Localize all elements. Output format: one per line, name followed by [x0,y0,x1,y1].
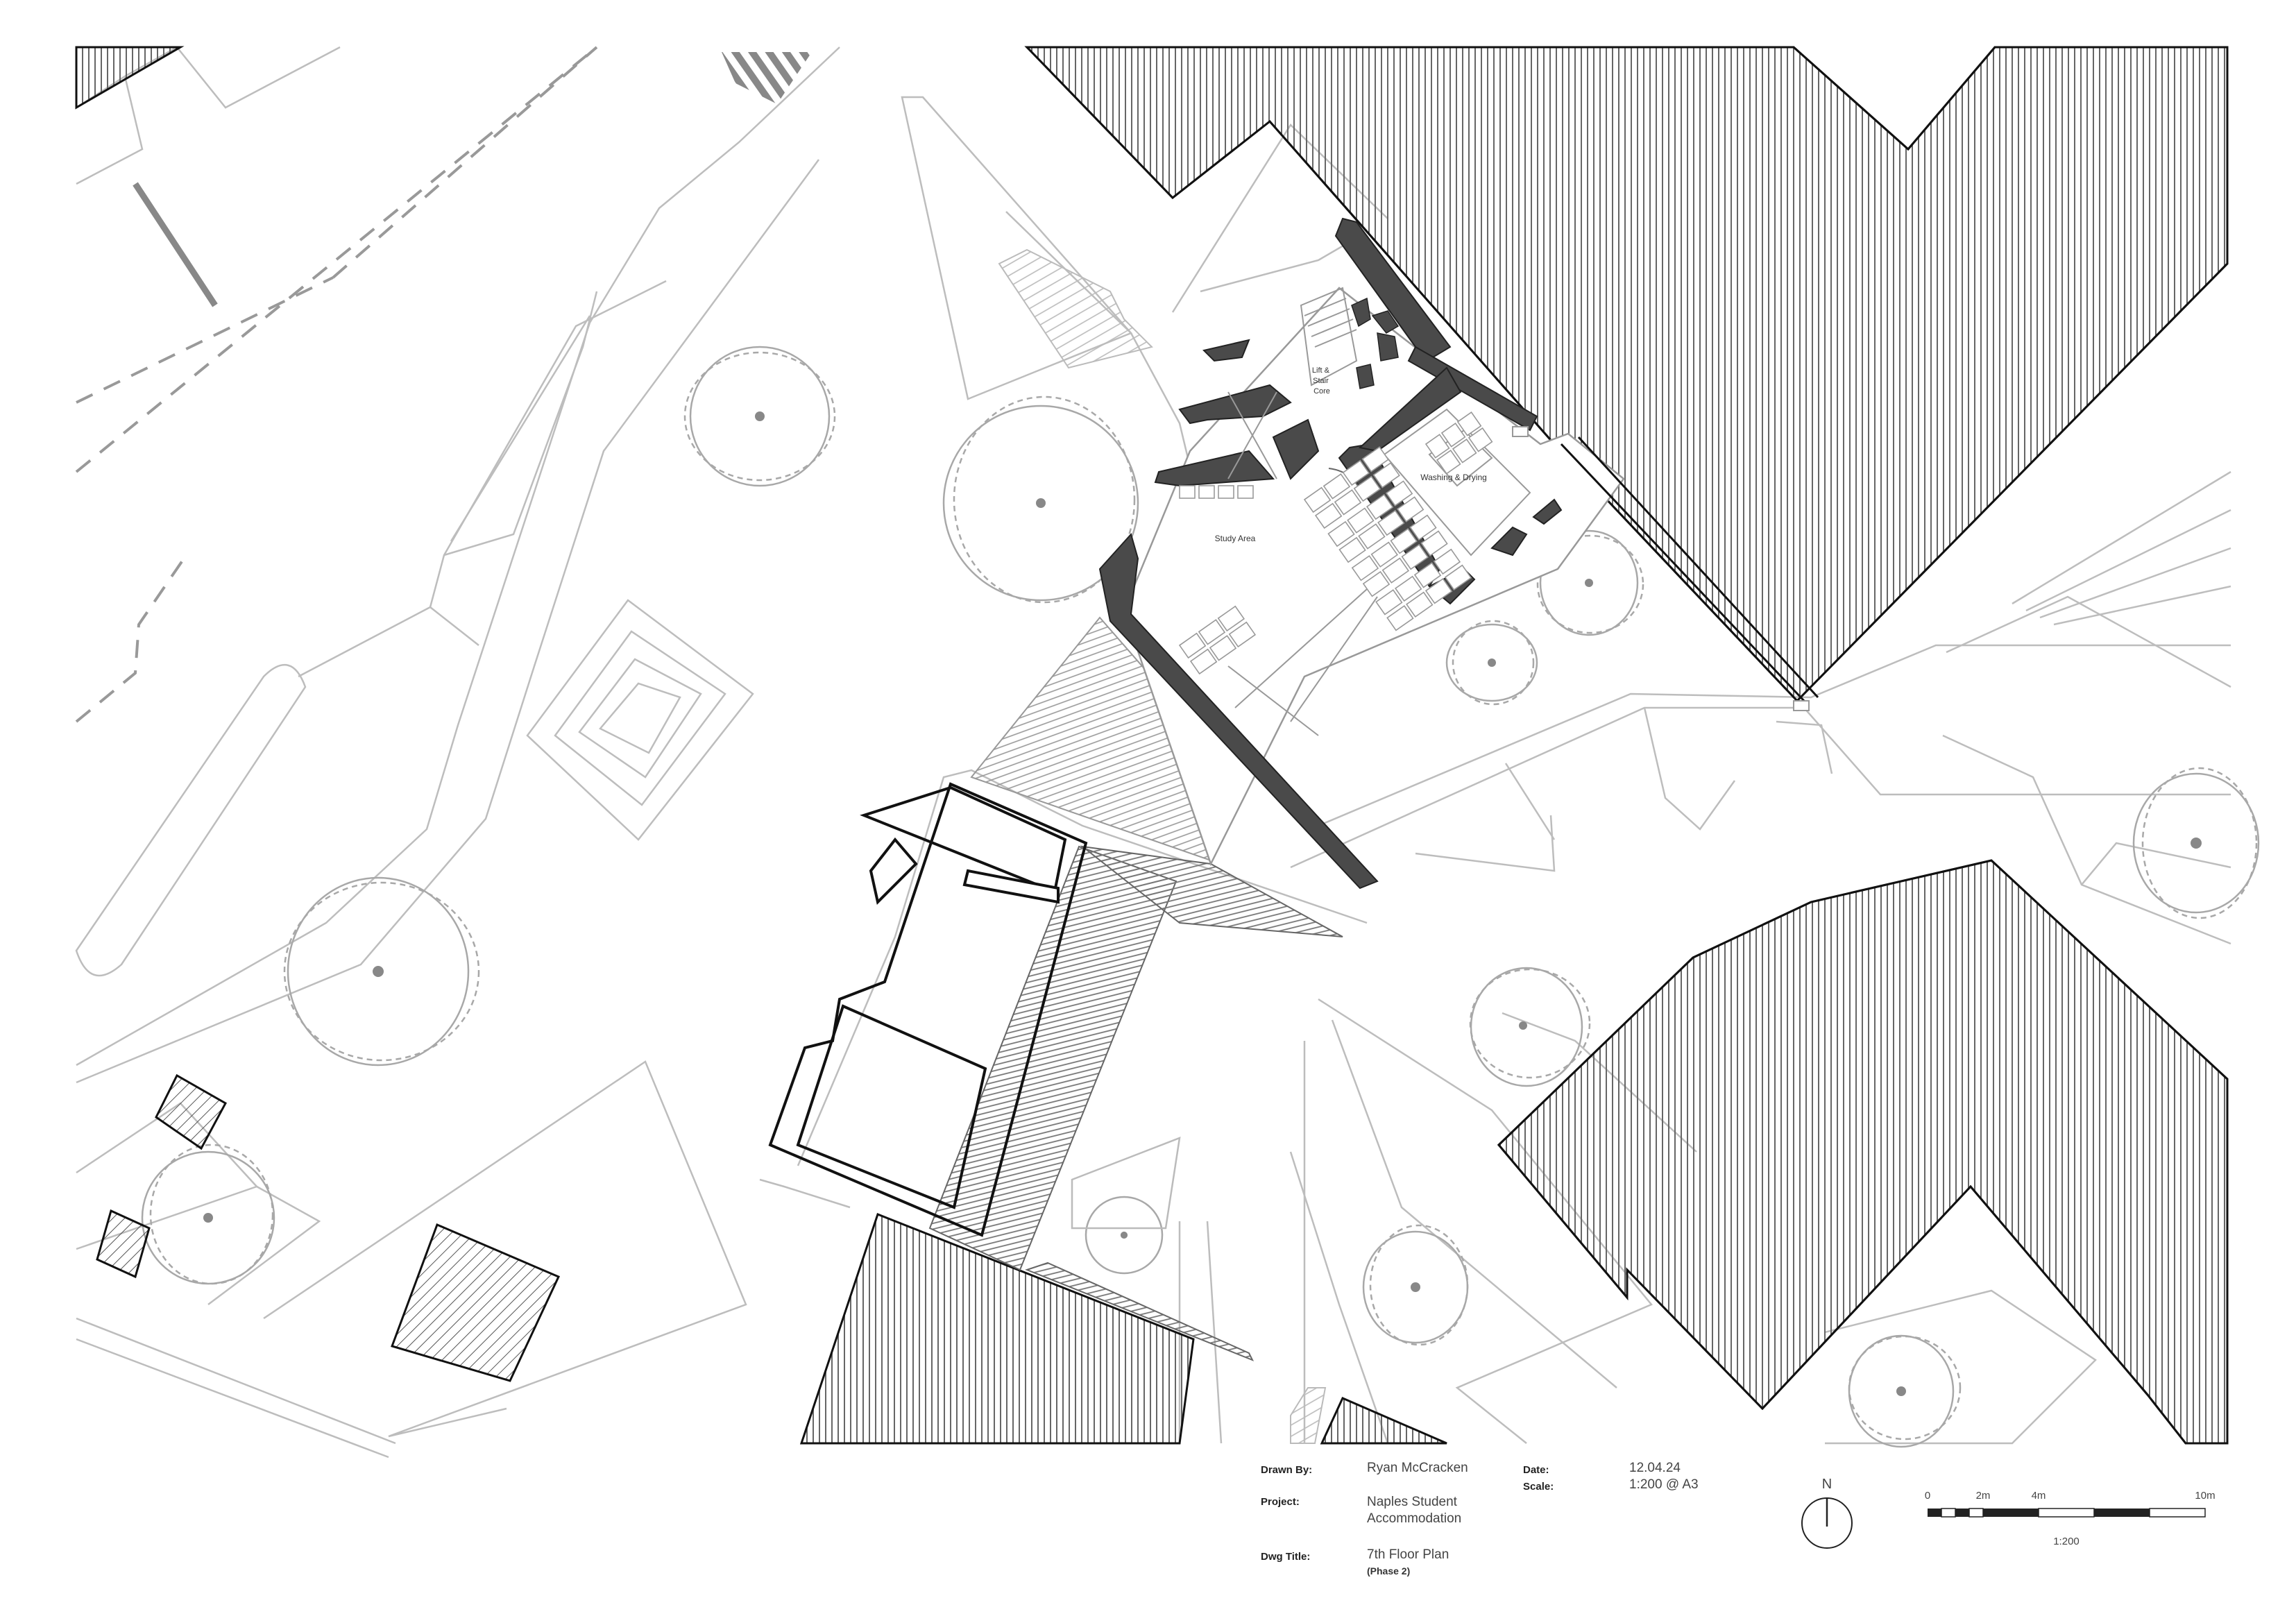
drawn-by-label: Drawn By: [1261,1464,1313,1476]
date-value: 12.04.24 [1629,1461,1681,1475]
terraces [928,248,1343,1444]
scale-segment [1983,1509,2039,1517]
tree [683,346,836,487]
scale-bar: 0 2m 4m 10m 1:200 [1925,1490,2216,1547]
project-value-line2: Accommodation [1367,1511,1462,1526]
scale-tick-label: 0 [1925,1490,1930,1502]
dwg-title-value: 7th Floor Plan [1367,1547,1449,1562]
scale-caption: 1:200 [2053,1536,2080,1547]
scale-segment [1928,1509,1941,1517]
bollard-line [133,182,218,307]
structural-walls [1098,217,1563,890]
drawn-by-value: Ryan McCracken [1367,1461,1468,1475]
tree [1469,967,1591,1087]
tree [1445,620,1538,706]
tree [1848,1334,1962,1448]
core-elements [1351,297,1400,389]
tree [1536,529,1644,636]
dwg-subtitle: (Phase 2) [1367,1565,1411,1577]
scale-segment [1955,1509,1969,1517]
zebra-crossing [722,52,812,104]
north-arrow: N [1801,1477,1853,1549]
dashed-paths [75,46,598,723]
dwg-title-label: Dwg Title: [1261,1551,1311,1563]
scale-label: Scale: [1523,1481,1554,1493]
tree [283,876,480,1067]
tree [942,396,1139,604]
tree [2132,767,2260,919]
room-label-lift-stair-core: Lift & Stair Core [1312,366,1332,396]
room-label-washing-drying: Washing & Drying [1420,473,1487,482]
scale-tick-label: 10m [2195,1490,2215,1502]
scale-tick-label: 2m [1976,1490,1991,1502]
project-label: Project: [1261,1496,1300,1508]
project-value-line1: Naples Student [1367,1495,1457,1509]
scale-tick-label: 4m [2032,1490,2046,1502]
neighbouring-buildings [75,46,2229,1445]
trees [141,346,2260,1448]
seventh-floor-plan: Lift & Stair Core Washing & Drying Study… [1098,217,1819,890]
tree [1362,1224,1469,1346]
scale-segment [1941,1508,1956,1518]
scale-value: 1:200 @ A3 [1629,1477,1699,1492]
scale-segment [2038,1508,2095,1518]
scale-segment [2149,1508,2206,1518]
scale-segment [2094,1509,2150,1517]
washing-machines [1425,411,1493,475]
tree [141,1144,275,1285]
tree [1121,1232,1128,1239]
lower-block [768,782,1181,1239]
room-label-study-area: Study Area [1215,534,1256,543]
date-label: Date: [1523,1464,1549,1476]
scale-segment [1968,1508,1984,1518]
north-arrow-label: N [1822,1477,1832,1492]
study-desks [1178,446,1472,675]
